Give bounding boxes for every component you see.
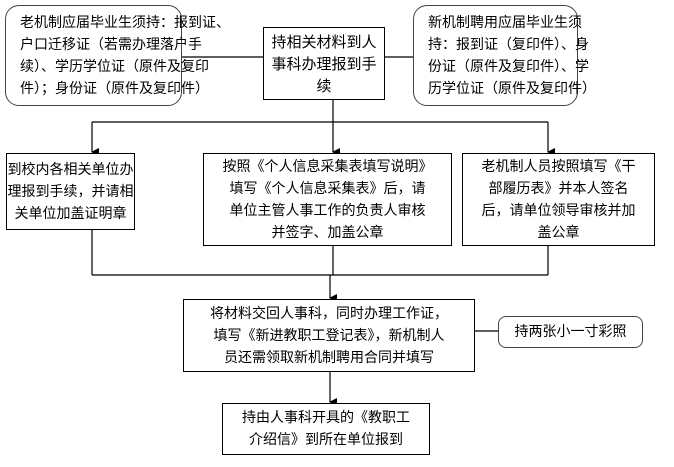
note-line: 户口迁移证（若需办理落户手 bbox=[20, 36, 202, 53]
step-line: 后，请单位领导审核并加 bbox=[481, 202, 636, 219]
step-line: 员还需领取新机制聘用合同并填写 bbox=[224, 349, 434, 366]
note-line: 续）、学历学位证（原件及复印 bbox=[20, 58, 209, 75]
note-line: 历学位证（原件及复印件） bbox=[428, 80, 596, 97]
step-report-to-unit: 持由人事科开具的《教职工 介绍信》到所在单位报到 bbox=[222, 403, 430, 455]
note-line: 新机制聘用应届毕业生须 bbox=[428, 14, 582, 31]
photo-requirement-note: 持两张小一寸彩照 bbox=[498, 316, 643, 348]
step-cadre-resume: 老机制人员按照填写《干 部履历表》并本人签名 后，请单位领导审核并加 盖公章 bbox=[462, 153, 655, 246]
step-line: 理报到手续，并请相 bbox=[7, 183, 134, 200]
new-system-requirements-note: 新机制聘用应届毕业生须 持：报到证（复印件）、身 份证（原件及复印件）、学 历学… bbox=[413, 5, 596, 106]
note-line: 老机制应届毕业生须持：报到证、 bbox=[20, 14, 230, 31]
step-line: 老机制人员按照填写《干 bbox=[481, 158, 636, 175]
step-line: 部履历表》并本人签名 bbox=[488, 180, 629, 197]
step-line: 按照《个人信息采集表填写说明》 bbox=[222, 158, 433, 175]
note-line: 件）；身份证（原件及复印件） bbox=[20, 80, 209, 97]
step-line: 持相关材料到人 bbox=[271, 32, 377, 51]
old-system-requirements-note: 老机制应届毕业生须持：报到证、 户口迁移证（若需办理落户手 续）、学历学位证（原… bbox=[5, 5, 230, 106]
step-campus-units: 到校内各相关单位办 理报到手续，并请相 关单位加盖证明章 bbox=[6, 153, 135, 230]
step-line: 填写《新进教职工登记表》，新机制人 bbox=[213, 327, 445, 344]
step-line: 并签字、加盖公章 bbox=[271, 224, 384, 241]
note-line: 持两张小一寸彩照 bbox=[514, 324, 627, 340]
step-return-materials: 将材料交回人事科，同时办理工作证， 填写《新进教职工登记表》，新机制人 员还需领… bbox=[183, 299, 475, 372]
note-line: 持：报到证（复印件）、身 bbox=[428, 36, 589, 53]
step-line: 事科办理报到手 bbox=[271, 54, 377, 73]
note-line: 份证（原件及复印件）、学 bbox=[428, 58, 589, 75]
step-line: 持由人事科开具的《教职工 bbox=[242, 410, 410, 426]
step-line: 续 bbox=[316, 76, 332, 95]
step-line: 将材料交回人事科，同时办理工作证， bbox=[210, 305, 448, 322]
step-report-to-personnel: 持相关材料到人 事科办理报到手 续 bbox=[263, 27, 385, 100]
step-line: 到校内各相关单位办 bbox=[7, 161, 134, 178]
step-line: 介绍信》到所在单位报到 bbox=[249, 432, 403, 448]
step-line: 关单位加盖证明章 bbox=[14, 205, 127, 222]
step-personal-info-form: 按照《个人信息采集表填写说明》 填写《个人信息采集表》后，请 单位主管人事工作的… bbox=[203, 153, 452, 246]
step-line: 填写《个人信息采集表》后，请 bbox=[229, 180, 426, 197]
step-line: 单位主管人事工作的负责人审核 bbox=[229, 202, 426, 219]
step-line: 盖公章 bbox=[537, 224, 580, 241]
